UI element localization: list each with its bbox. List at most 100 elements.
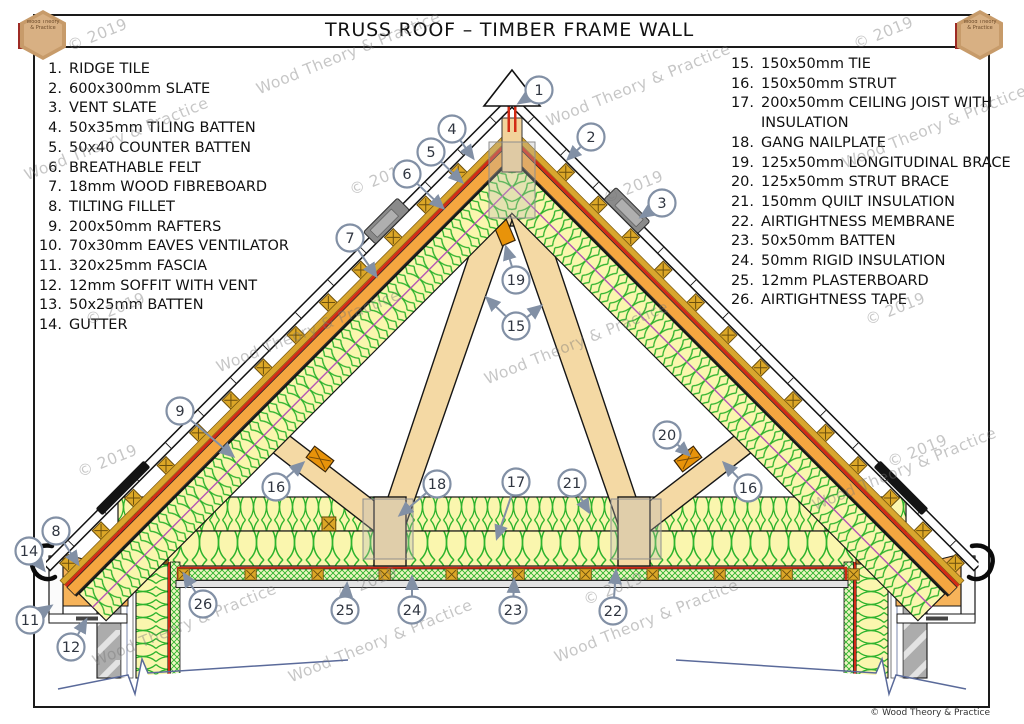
- legend-item-number: 21.: [730, 193, 754, 210]
- section-break-lines: [55, 656, 969, 705]
- ceiling-batten: [780, 568, 793, 581]
- legend-item-label: GANG NAILPLATE: [761, 134, 886, 151]
- legend-item-label: 50x25mm BATTEN: [69, 297, 204, 314]
- ceiling-batten: [311, 568, 324, 581]
- legend-item: 4.50x35mm TILING BATTEN: [30, 119, 330, 139]
- ceiling-batten: [244, 568, 257, 581]
- wood-fibreboard: [66, 115, 513, 596]
- legend-item-number: 9.: [48, 218, 62, 235]
- counter-batten-layer: [59, 108, 513, 586]
- soffit-vent: [926, 616, 948, 621]
- wall-membrane: [168, 562, 171, 676]
- legend-item-number: 13.: [38, 297, 62, 314]
- legend-item-label: 50x40 COUNTER BATTEN: [69, 139, 252, 156]
- ceiling-joist: [617, 496, 651, 567]
- legend-item-label: RIDGE TILE: [69, 61, 150, 77]
- legend-item: 12.12mm SOFFIT WITH VENT: [30, 277, 330, 297]
- legend-item-label: 200x50mm RAFTERS: [69, 218, 222, 235]
- legend-item: 18.GANG NAILPLATE: [722, 134, 1018, 154]
- ceiling-lower-layers: [175, 566, 860, 588]
- gang-nailplates: [362, 141, 662, 560]
- ridge-tile: [482, 68, 542, 107]
- legend-item-number: 22.: [730, 213, 754, 230]
- legend-item: 22. AIRTIGHTNESS MEMBRANE: [722, 213, 1018, 233]
- counter-batten-layer: [511, 108, 965, 586]
- legend-item-number: 23.: [730, 233, 754, 250]
- ceiling-batten: [713, 568, 726, 581]
- legend-item: 25.12mm PLASTERBOARD: [722, 272, 1018, 292]
- brand-logo-right: Wood Theory & Practice: [955, 10, 1003, 60]
- legend-item: 7.18mm WOOD FIBREBOARD: [30, 178, 330, 198]
- legend-item-label: 200x50mm CEILING JOIST WITH INSULATION: [761, 95, 993, 132]
- ceiling-insulation: [117, 496, 907, 567]
- vent-slate: [604, 187, 650, 234]
- soffit-vent: [76, 616, 98, 621]
- legend-item-number: 11.: [38, 258, 62, 275]
- legend-item-label: BREATHABLE FELT: [69, 159, 201, 176]
- legend-item-number: 10.: [38, 238, 62, 255]
- legend-item-number: 16.: [730, 75, 754, 92]
- legend-item-number: 24.: [730, 253, 754, 270]
- legend-item: 19. 125x50mm LONGITUDINAL BRACE: [722, 154, 1018, 174]
- legend-item-label: 600x300mm SLATE: [69, 80, 211, 97]
- wood-fibreboard: [511, 115, 958, 596]
- legend-item-number: 19.: [730, 154, 754, 171]
- legend-item: 14.GUTTER: [30, 316, 330, 336]
- legend-item-number: 7.: [48, 179, 62, 196]
- eaves-ventilator: [96, 461, 150, 515]
- legend-item-label: 50x35mm TILING BATTEN: [69, 120, 256, 137]
- ceiling-batten: [847, 568, 860, 581]
- ridge-board: [501, 117, 523, 173]
- rigid-insulation: [179, 568, 845, 581]
- legend-item: 26. AIRTIGHTNESS TAPE: [722, 291, 1018, 311]
- legend-item: 15. 150x50mm TIE: [722, 55, 1018, 75]
- ceiling-batten: [512, 568, 525, 581]
- legend-item: 3.VENT SLATE: [30, 99, 330, 119]
- plasterboard: [175, 580, 849, 588]
- page-border: [33, 14, 990, 708]
- legend-item-label: 125x50mm LONGITUDINAL BRACE: [761, 154, 1011, 171]
- legend-item-label: AIRTIGHTNESS MEMBRANE: [761, 213, 955, 230]
- legend-item-number: 15.: [730, 56, 754, 72]
- legend-item-label: 12mm SOFFIT WITH VENT: [69, 277, 258, 294]
- legend-item: 1. RIDGE TILE: [30, 60, 330, 80]
- gang-nailplate: [362, 498, 414, 560]
- gang-nailplate: [488, 141, 536, 219]
- legend-item: 23. 50x50mm BATTEN: [722, 232, 1018, 252]
- legend-item: 10.70x30mm EAVES VENTILATOR: [30, 237, 330, 257]
- legend-item: 16. 150x50mm STRUT: [722, 75, 1018, 95]
- legend-item-number: 5.: [48, 139, 62, 156]
- legend-item-number: 20.: [730, 174, 754, 191]
- logo-text: Wood Theory & Practice: [26, 20, 60, 31]
- truss-members: [247, 167, 777, 567]
- legend-item: 11.320x25mm FASCIA: [30, 257, 330, 277]
- legend-item-number: 8.: [48, 198, 62, 215]
- legend-item: 6. BREATHABLE FELT: [30, 159, 330, 179]
- legend-item: 17. 200x50mm CEILING JOIST WITH INSULATIO…: [722, 94, 1018, 133]
- legend-item-label: 50mm RIGID INSULATION: [761, 253, 946, 270]
- wall-membrane: [853, 562, 856, 676]
- brand-logo-left: Wood Theory & Practice: [18, 10, 66, 60]
- gutter: [966, 543, 995, 582]
- legend-item-label: 125x50mm STRUT BRACE: [761, 174, 950, 191]
- legend-item-number: 1.: [48, 61, 62, 77]
- legend-item: 5. 50x40 COUNTER BATTEN: [30, 139, 330, 159]
- legend-item-label: 150x50mm TIE: [761, 56, 871, 72]
- legend-item: 13. 50x25mm BATTEN: [30, 296, 330, 316]
- legend-item-label: 150mm QUILT INSULATION: [761, 193, 955, 210]
- title-band: TRUSS ROOF – TIMBER FRAME WALL: [33, 14, 986, 48]
- legend-item-number: 26.: [730, 292, 754, 309]
- legend-item-label: 150x50mm STRUT: [761, 75, 897, 92]
- legend-item-number: 6.: [48, 159, 62, 176]
- legend-item-label: 12mm PLASTERBOARD: [761, 272, 929, 289]
- legend-item: 24. 50mm RIGID INSULATION: [722, 252, 1018, 272]
- legend-item-label: 50x50mm BATTEN: [761, 233, 896, 250]
- legend-item: 2.600x300mm SLATE: [30, 80, 330, 100]
- legend-item: 20. 125x50mm STRUT BRACE: [722, 173, 1018, 193]
- legend-item-number: 14.: [38, 317, 62, 334]
- legend-item-label: AIRTIGHTNESS TAPE: [761, 292, 907, 309]
- legend-item-number: 17.: [730, 95, 754, 112]
